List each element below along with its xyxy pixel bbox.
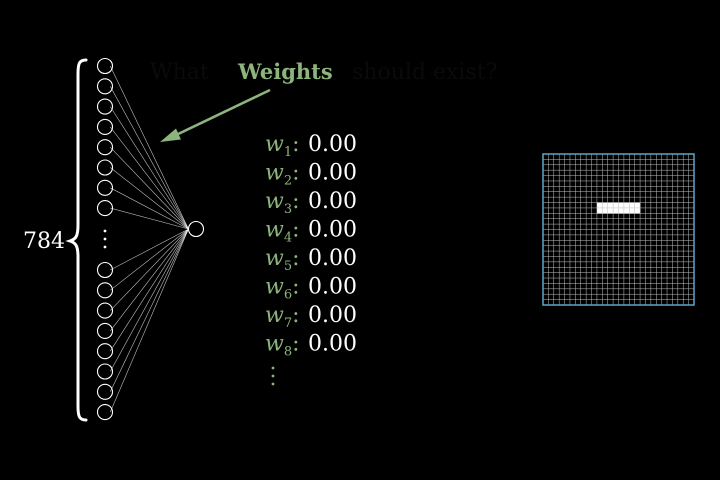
weight-label: w8: <box>265 332 300 360</box>
pixel-on <box>596 207 603 214</box>
pixel-on <box>602 202 609 209</box>
weight-list: w1: 0.00 w2: 0.00 w3: 0.00 w4: 0.00 w5: … <box>265 132 357 360</box>
input-neuron <box>96 78 114 95</box>
weight-value: 0.00 <box>308 275 357 300</box>
weight-value: 0.00 <box>308 161 357 186</box>
connection-edge <box>110 228 189 332</box>
weight-value: 0.00 <box>308 218 357 243</box>
arrow-head-icon <box>160 128 181 142</box>
pixel-grid <box>542 153 695 306</box>
input-neuron <box>96 383 114 400</box>
pixel-on <box>629 202 636 209</box>
weight-value: 0.00 <box>308 303 357 328</box>
title-highlight-weights: Weights <box>237 59 333 84</box>
input-neuron <box>96 139 114 156</box>
weight-label: w6: <box>265 275 300 303</box>
input-neuron <box>96 159 114 176</box>
pixel-on <box>602 207 609 214</box>
pixel-on <box>613 202 619 209</box>
title-suffix: should exist? <box>352 60 497 85</box>
input-neuron <box>96 118 114 135</box>
pixel-on <box>629 207 636 214</box>
pixel-on <box>634 207 641 214</box>
arrow-shaft <box>173 88 271 138</box>
connection-edge <box>109 106 189 230</box>
weight-value: 0.00 <box>308 332 357 357</box>
title-prefix: What <box>150 60 209 85</box>
pixel-on <box>613 207 619 214</box>
weight-label: w3: <box>265 189 300 217</box>
weight-label: w4: <box>265 218 300 246</box>
weight-label: w5: <box>265 246 300 274</box>
output-neuron <box>187 220 205 238</box>
connection-edge <box>110 228 189 311</box>
input-neuron <box>96 57 114 75</box>
connection-edge <box>109 228 189 372</box>
pixel-on <box>618 202 625 209</box>
connection-edge <box>110 146 189 230</box>
connection-edge <box>109 228 189 352</box>
connection-edge <box>110 207 189 230</box>
input-neuron <box>96 282 114 299</box>
connection-edge <box>110 126 189 230</box>
connection-edge <box>110 167 189 230</box>
input-neuron <box>96 98 114 115</box>
input-neuron <box>96 302 114 319</box>
connection-edge <box>110 187 189 230</box>
pixel-on <box>596 202 603 209</box>
weight-value: 0.00 <box>308 246 357 271</box>
input-neurons <box>96 57 114 421</box>
neuron-ellipsis-icon <box>103 229 107 249</box>
weight-value: 0.00 <box>308 189 357 214</box>
weight-value: 0.00 <box>308 132 357 157</box>
input-neuron <box>96 200 114 217</box>
connection-edge <box>109 86 189 230</box>
pixel-on <box>634 202 641 209</box>
input-brace <box>65 58 88 422</box>
input-count-label: 784 <box>23 229 65 254</box>
connection-edge <box>110 228 189 291</box>
pixel-on <box>618 207 625 214</box>
connection-edges <box>109 65 189 413</box>
input-neuron <box>96 322 114 339</box>
connection-edge <box>109 228 189 413</box>
input-neuron <box>96 363 114 380</box>
arrow-to-edges <box>160 88 271 142</box>
weight-label: w1: <box>265 132 300 160</box>
weight-label: w2: <box>265 161 300 189</box>
curly-brace-icon <box>65 58 88 422</box>
connection-edge <box>109 65 189 230</box>
pixel-on <box>623 207 630 214</box>
connection-edge <box>110 228 189 271</box>
connection-edge <box>109 228 189 392</box>
pixel-on <box>607 207 614 214</box>
pixel-on <box>623 202 630 209</box>
input-neuron <box>96 261 114 279</box>
input-neuron <box>96 404 114 421</box>
input-neuron <box>96 343 114 360</box>
pixel-on <box>607 202 614 209</box>
weight-label: w7: <box>265 303 300 331</box>
pixel-grid-border <box>542 153 695 306</box>
input-neuron <box>96 179 114 196</box>
weight-ellipsis-icon <box>271 366 275 386</box>
